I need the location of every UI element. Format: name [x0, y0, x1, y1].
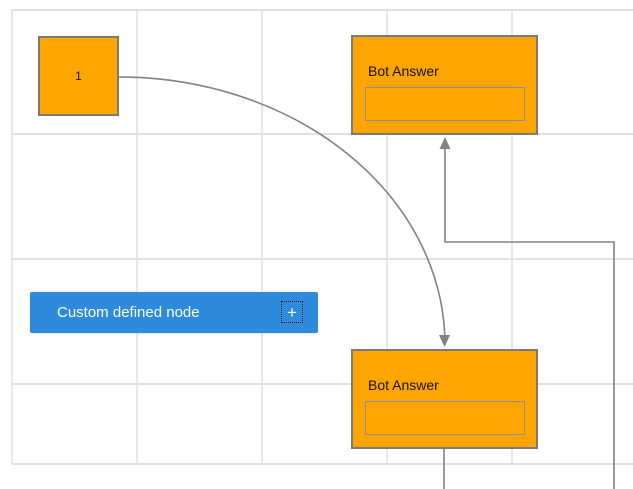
add-node-button[interactable]: + [281, 301, 303, 323]
custom-defined-node-bar[interactable]: Custom defined node + [30, 292, 318, 333]
custom-node-label: Custom defined node [57, 304, 200, 321]
bot-answer-title: Bot Answer [368, 63, 439, 79]
curve-connector[interactable] [118, 76, 446, 346]
arrow-down-icon [439, 335, 450, 347]
bot-answer-text-input[interactable] [365, 401, 525, 435]
elbow-connector[interactable] [444, 149, 615, 489]
bot-answer-top-node[interactable]: Bot Answer [351, 35, 538, 135]
node-1[interactable]: 1 [38, 36, 119, 116]
plus-icon: + [287, 302, 297, 322]
bot-answer-title: Bot Answer [368, 377, 439, 393]
bot-answer-text-input[interactable] [365, 87, 525, 121]
arrow-up-icon [439, 137, 451, 149]
bot-answer-bottom-node[interactable]: Bot Answer [351, 349, 538, 449]
node-1-label: 1 [75, 69, 82, 83]
